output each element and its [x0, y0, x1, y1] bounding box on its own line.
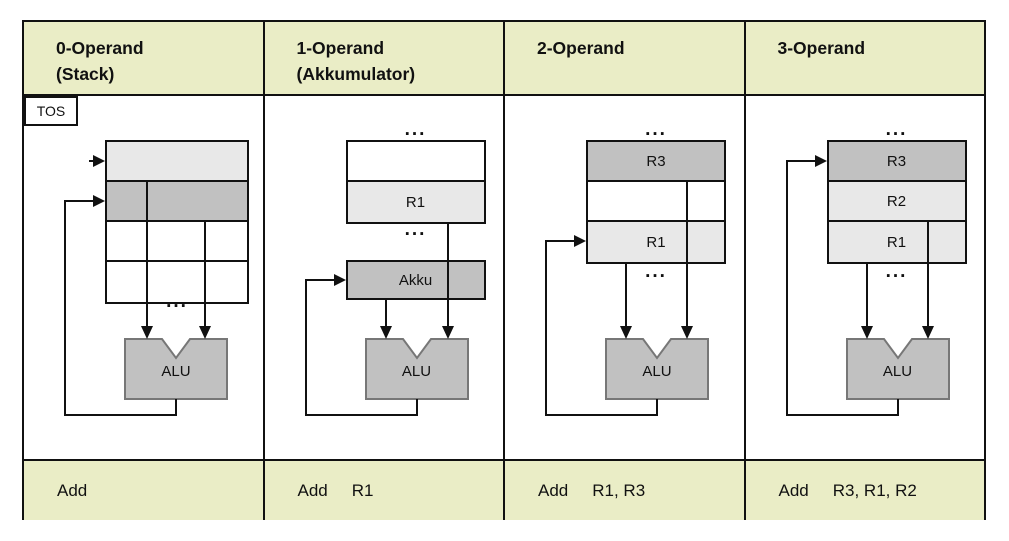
register-cell-r2: R2 — [828, 182, 965, 222]
operand1-arrow-icon — [141, 326, 153, 339]
header-line: 2-Operand — [537, 38, 625, 58]
stack-cell-2 — [107, 182, 247, 222]
ellipsis-bottom: ... — [645, 261, 667, 282]
ellipsis-bottom: ... — [885, 261, 908, 282]
diagram-0-operand: TOS ... ALU — [24, 96, 263, 459]
result-feedback-arrow-icon — [814, 155, 827, 167]
diagram-2-operand: ... R3 R1 ... ALU — [503, 96, 744, 459]
register-file: R3 R1 — [586, 140, 726, 264]
header-line: 0-Operand — [56, 38, 144, 58]
tos-label: TOS — [36, 103, 66, 119]
akku-label: Akku — [398, 271, 433, 289]
header-2-operand: 2-Operand — [503, 22, 744, 96]
operand-architectures-table: 0-Operand (Stack) 1-Operand (Akkumulator… — [22, 20, 986, 520]
instruction-mnemonic: Add — [57, 480, 88, 500]
register-file: R1 — [345, 140, 486, 224]
header-3-operand: 3-Operand — [743, 22, 984, 96]
instruction-mnemonic: Add — [297, 480, 328, 500]
register-cell-r3: R3 — [828, 142, 965, 182]
operand1-arrow-icon — [860, 326, 873, 339]
register-file: R3 R2 R1 — [826, 140, 967, 264]
operand2-arrow-icon — [441, 326, 454, 339]
register-cell-r1: R1 — [588, 222, 724, 262]
operand2-arrow-icon — [921, 326, 934, 339]
register-cell-r1: R1 — [828, 222, 965, 262]
ellipsis-top: ... — [404, 119, 427, 140]
tos-arrow-icon — [93, 155, 105, 167]
operand1-arrow-icon — [379, 326, 392, 339]
diagram-1-operand: ... R1 ... Akku ALU — [262, 96, 503, 459]
instruction-operands: R1, R3 — [592, 480, 646, 500]
alu-label: ALU — [642, 363, 672, 380]
register-cell-r1: R1 — [347, 182, 484, 222]
stack-box — [105, 140, 249, 304]
akku-box: Akku — [345, 260, 486, 300]
register-cell-empty — [347, 142, 484, 182]
operand2-arrow-icon — [681, 326, 693, 339]
instruction-row: Add Add R1 Add R1, R3 Add R3, R1, R2 — [24, 459, 984, 520]
diagram-3-operand: ... R3 R2 R1 ... ALU — [743, 96, 984, 459]
ellipsis-top: ... — [645, 119, 667, 140]
instruction-mnemonic: Add — [538, 480, 569, 500]
ellipsis-top: ... — [885, 119, 908, 140]
header-line: (Akkumulator) — [296, 64, 416, 84]
instruction-operands: R1 — [351, 480, 374, 500]
header-line: (Stack) — [56, 64, 115, 84]
alu-label: ALU — [401, 363, 432, 380]
result-feedback-arrow-icon — [93, 195, 105, 207]
result-feedback-arrow-icon — [333, 274, 346, 286]
register-cell-r3: R3 — [588, 142, 724, 182]
instruction-1-operand: Add R1 — [262, 459, 503, 520]
tos-box: TOS — [24, 96, 78, 126]
instruction-2-operand: Add R1, R3 — [503, 459, 744, 520]
instruction-3-operand: Add R3, R1, R2 — [743, 459, 984, 520]
instruction-mnemonic: Add — [778, 480, 809, 500]
ellipsis-bottom: ... — [166, 291, 188, 312]
alu-label: ALU — [161, 363, 191, 380]
ellipsis-bottom: ... — [404, 219, 427, 240]
operand1-arrow-icon — [620, 326, 632, 339]
instruction-0-operand: Add — [24, 459, 263, 520]
diagram-row: TOS ... ALU — [24, 96, 984, 459]
header-row: 0-Operand (Stack) 1-Operand (Akkumulator… — [24, 22, 984, 96]
instruction-operands: R3, R1, R2 — [832, 480, 917, 500]
result-feedback-arrow-icon — [574, 235, 586, 247]
stack-cell-3 — [107, 222, 247, 262]
operand2-arrow-icon — [199, 326, 211, 339]
header-1-operand: 1-Operand (Akkumulator) — [262, 22, 503, 96]
stack-cell-tos — [107, 142, 247, 182]
header-line: 3-Operand — [777, 38, 866, 58]
header-0-operand: 0-Operand (Stack) — [24, 22, 263, 96]
alu-label: ALU — [882, 363, 913, 380]
header-line: 1-Operand — [296, 38, 385, 58]
register-cell-empty — [588, 182, 724, 222]
